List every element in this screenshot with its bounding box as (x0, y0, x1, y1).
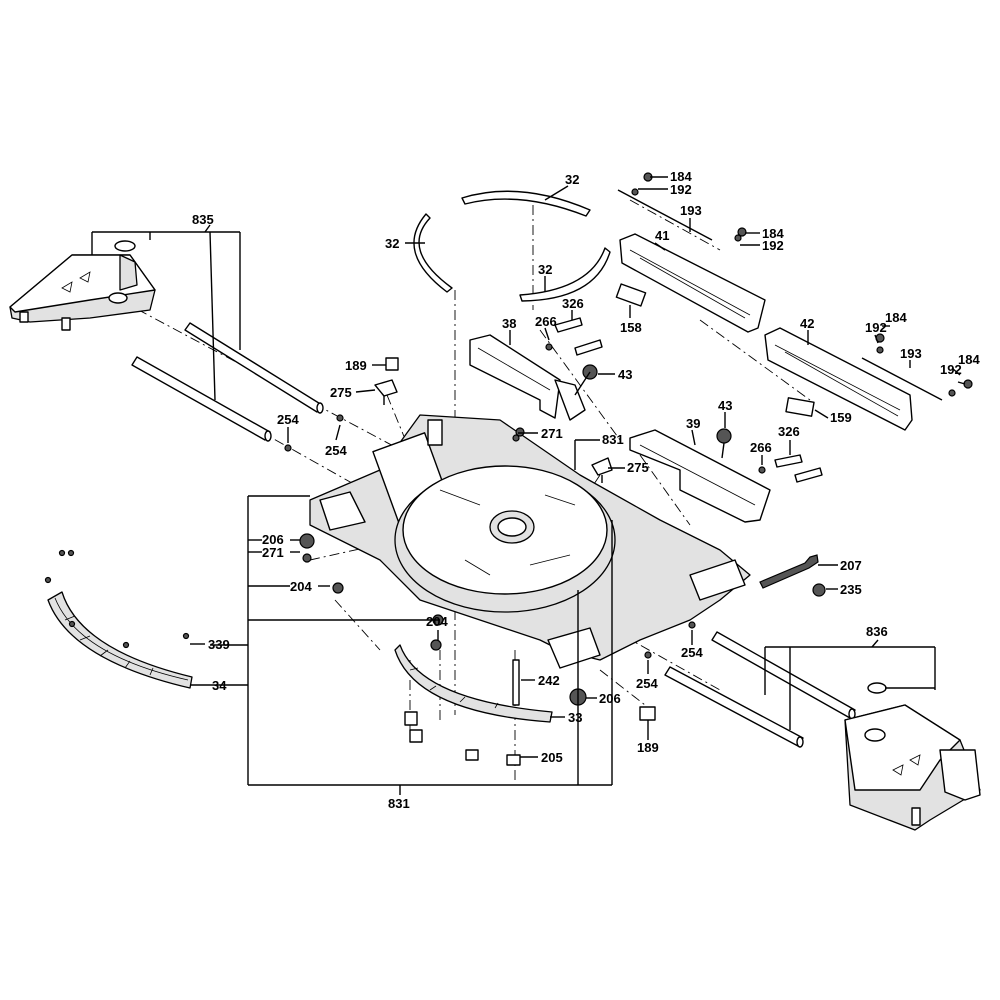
label-192-b: 192 (762, 238, 784, 253)
label-34: 34 (212, 678, 227, 693)
label-207: 207 (840, 558, 862, 573)
label-326-b: 326 (778, 424, 800, 439)
label-271-left: 271 (262, 545, 284, 560)
label-39: 39 (686, 416, 700, 431)
label-836: 836 (866, 624, 888, 639)
label-32-top: 32 (565, 172, 579, 187)
label-193-b: 193 (900, 346, 922, 361)
label-254-b: 254 (325, 443, 347, 458)
label-158: 158 (620, 320, 642, 335)
label-41: 41 (655, 228, 669, 243)
label-266-a: 266 (535, 314, 557, 329)
label-184-b: 184 (762, 226, 784, 241)
label-831-bottom: 831 (388, 796, 410, 811)
label-192-c: 192 (865, 320, 887, 335)
label-192-a: 192 (670, 182, 692, 197)
label-192-d: 192 (940, 362, 962, 377)
label-275-a: 275 (330, 385, 352, 400)
label-271-top: 271 (541, 426, 563, 441)
label-242: 242 (538, 673, 560, 688)
label-205: 205 (541, 750, 563, 765)
label-235: 235 (840, 582, 862, 597)
label-184-d: 184 (958, 352, 980, 367)
label-33: 33 (568, 710, 582, 725)
label-204-left: 204 (290, 579, 312, 594)
small-hardware (284, 317, 826, 721)
label-254-d: 254 (636, 676, 658, 691)
label-184-a: 184 (670, 169, 692, 184)
label-189-bottom: 189 (637, 740, 659, 755)
label-204-mid: 204 (426, 614, 448, 629)
fence-bracket-38 (469, 334, 586, 421)
bevel-scale-34 (44, 549, 193, 689)
label-275-b: 275 (627, 460, 649, 475)
label-266-b: 266 (750, 440, 772, 455)
miter-scale-33 (394, 644, 553, 766)
label-254-a: 254 (277, 412, 299, 427)
label-159: 159 (830, 410, 852, 425)
label-32-right: 32 (538, 262, 552, 277)
label-831-top: 831 (602, 432, 624, 447)
label-43-b: 43 (718, 398, 732, 413)
label-206-left: 206 (262, 532, 284, 547)
label-835: 835 (192, 212, 214, 227)
label-193-a: 193 (680, 203, 702, 218)
label-32-left: 32 (385, 236, 399, 251)
label-184-c: 184 (885, 310, 907, 325)
fence-bracket-39 (629, 429, 771, 523)
label-43-a: 43 (618, 367, 632, 382)
label-38: 38 (502, 316, 516, 331)
fence-assembly (615, 172, 973, 431)
label-326-a: 326 (562, 296, 584, 311)
label-42: 42 (800, 316, 814, 331)
label-339: 339 (208, 637, 230, 652)
left-extension-assembly (9, 240, 324, 442)
leader-lines (91, 176, 966, 795)
right-extension-assembly (664, 631, 981, 831)
label-254-c: 254 (681, 645, 703, 660)
main-base (309, 414, 751, 669)
part-labels: 835 836 831 831 32 32 32 184 192 193 184… (192, 169, 980, 811)
label-206-right: 206 (599, 691, 621, 706)
ring-segments (413, 190, 611, 302)
label-189-top: 189 (345, 358, 367, 373)
